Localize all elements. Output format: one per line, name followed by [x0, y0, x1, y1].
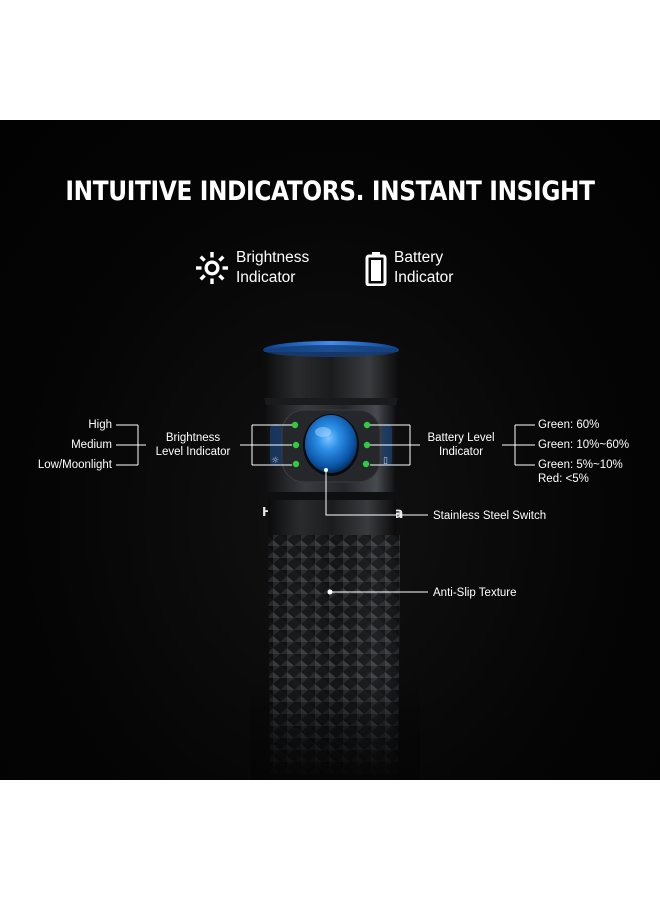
texture-callout-dot [327, 589, 333, 595]
brightness-level-indicator-label: Brightness Level Indicator [146, 431, 240, 459]
battery-level-label-line2: Indicator [438, 446, 484, 458]
knurled-body [250, 500, 420, 780]
brightness-level-label-line1: Brightness [165, 432, 221, 444]
battery-level-medium: Green: 10%~60% [538, 439, 630, 451]
legend-battery-line2: Indicator [394, 269, 454, 286]
battery-level-critical: Red: <5% [538, 473, 589, 485]
indicator-leds [291, 421, 371, 468]
legend-battery-line1: Battery [394, 249, 444, 266]
brightness-led-medium [292, 441, 300, 449]
battery-level-label-line1: Battery Level [427, 432, 495, 444]
legend-brightness-indicator: Brightness Indicator [194, 248, 334, 292]
brightness-level-medium: Medium [71, 439, 112, 451]
brightness-level-low: Low/Moonlight [37, 459, 112, 471]
flashlight-head [263, 341, 399, 405]
legend-brightness-line1: Brightness [236, 249, 310, 266]
headline: INTUITIVE INDICATORS. INSTANT INSIGHT [65, 176, 595, 207]
stainless-steel-switch [303, 414, 359, 476]
legend-battery-indicator: Battery Indicator [360, 248, 480, 292]
brightness-window-glyph-icon: ☼ [271, 456, 279, 466]
battery-level-low: Green: 5%~10% [538, 459, 623, 471]
flashlight-illustration: ☼ ▯ HT Ba [116, 341, 535, 780]
brightness-level-label-line2: Level Indicator [155, 446, 231, 458]
battery-window-glyph-icon: ▯ [383, 456, 388, 466]
switch-label: Stainless Steel Switch [433, 510, 547, 522]
battery-led-3 [362, 460, 370, 468]
battery-led-2 [363, 441, 371, 449]
texture-label: Anti-Slip Texture [433, 587, 517, 599]
brightness-level-high: High [88, 419, 112, 431]
brightness-led-high [291, 421, 299, 429]
legend-battery-text: Battery Indicator [394, 248, 453, 288]
battery-level-high: Green: 60% [538, 419, 600, 431]
battery-led-1 [363, 421, 371, 429]
battery-level-indicator-label: Battery Level Indicator [420, 431, 502, 459]
sun-icon [196, 252, 228, 284]
brightness-led-low [292, 460, 300, 468]
legend-brightness-text: Brightness Indicator [236, 248, 309, 288]
legend-brightness-line2: Indicator [236, 269, 296, 286]
battery-icon [365, 252, 387, 286]
callout-lines [116, 424, 535, 593]
product-photo-panel: INTUITIVE INDICATORS. INSTANT INSIGHT Br… [0, 120, 660, 780]
